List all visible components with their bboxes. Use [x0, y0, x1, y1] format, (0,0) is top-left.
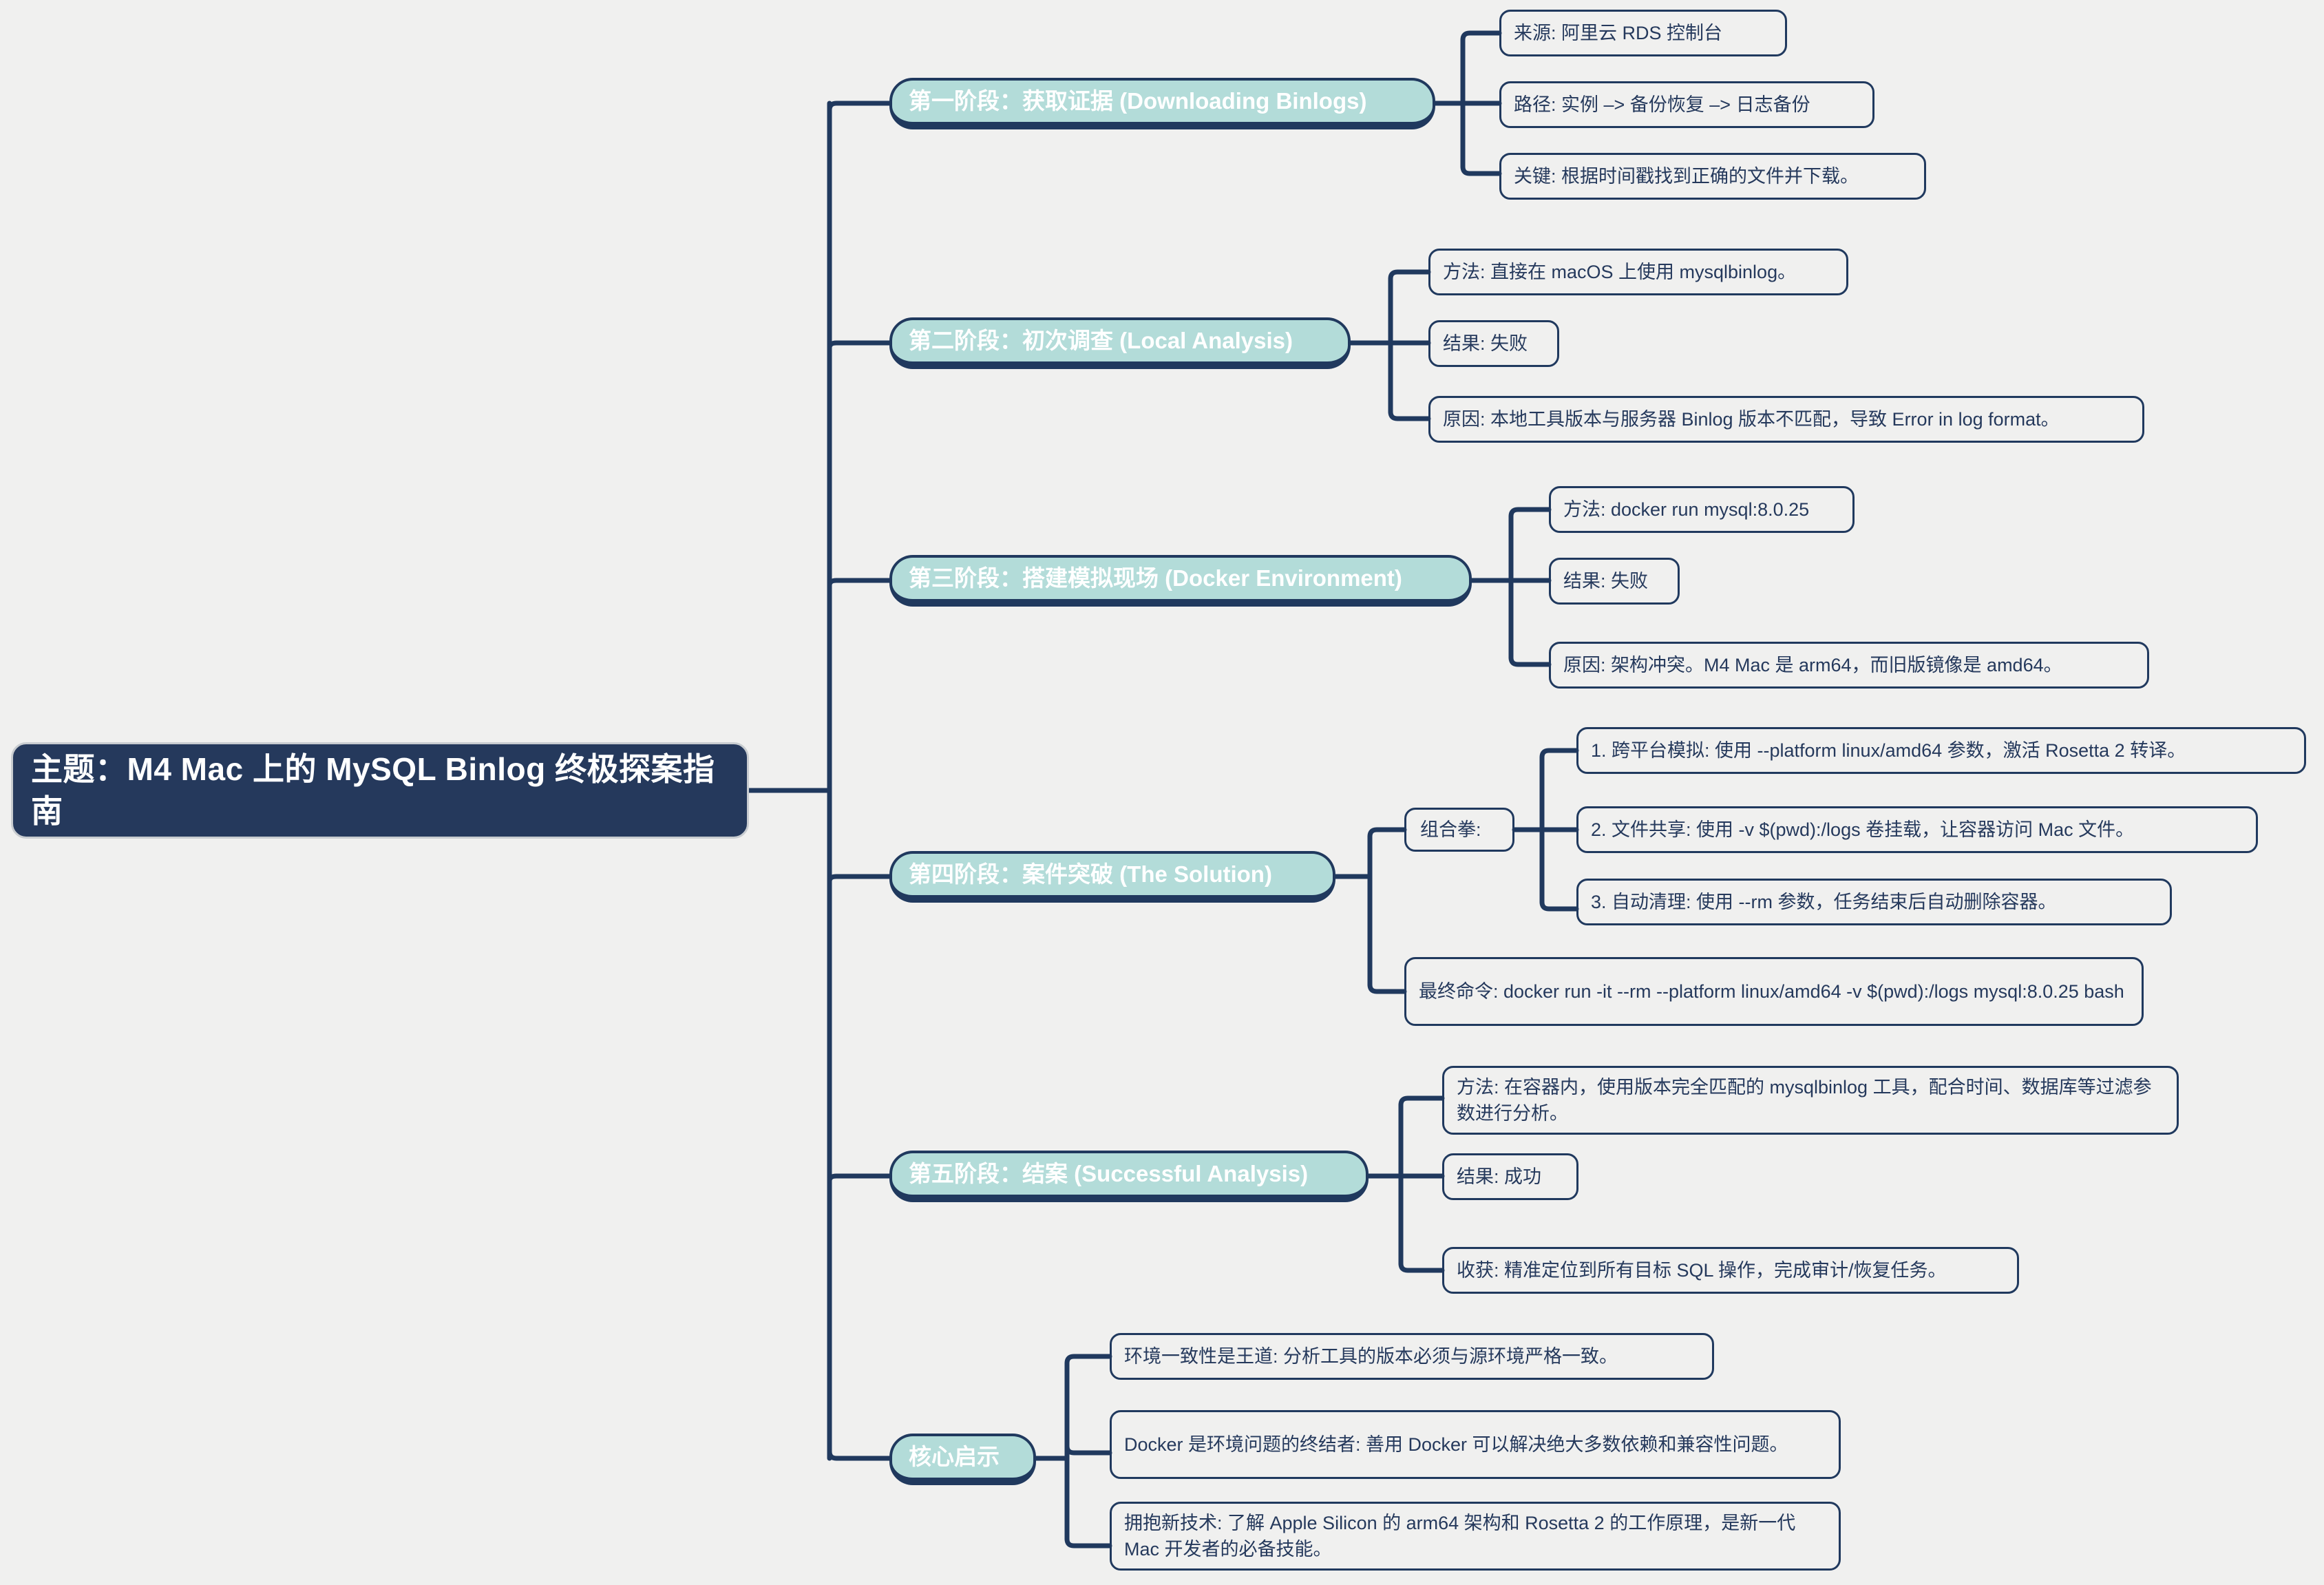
leaf-label: 2. 文件共享: 使用 -v $(pwd):/logs 卷挂载，让容器访问 Ma… — [1591, 819, 2135, 840]
leaf-node[interactable]: 关键: 根据时间戳找到正确的文件并下载。 — [1499, 153, 1926, 200]
branch-label-insights: 核心启示 — [909, 1444, 1000, 1470]
leaf-label: 来源: 阿里云 RDS 控制台 — [1514, 22, 1723, 43]
leaf-node[interactable]: 2. 文件共享: 使用 -v $(pwd):/logs 卷挂载，让容器访问 Ma… — [1576, 806, 2258, 853]
leaf-node[interactable]: 方法: 在容器内，使用版本完全匹配的 mysqlbinlog 工具，配合时间、数… — [1442, 1066, 2179, 1135]
branch-node-phase1[interactable]: 第一阶段：获取证据 (Downloading Binlogs) — [889, 78, 1435, 129]
leaf-label: 组合拳: — [1420, 819, 1481, 840]
leaf-label: 方法: 在容器内，使用版本完全匹配的 mysqlbinlog 工具，配合时间、数… — [1457, 1076, 2152, 1124]
leaf-label: 3. 自动清理: 使用 --rm 参数，任务结束后自动删除容器。 — [1591, 891, 2057, 912]
leaf-node[interactable]: 拥抱新技术: 了解 Apple Silicon 的 arm64 架构和 Rose… — [1110, 1502, 1841, 1571]
leaf-label: 1. 跨平台模拟: 使用 --platform linux/amd64 参数，激… — [1591, 739, 2186, 761]
leaf-node[interactable]: 1. 跨平台模拟: 使用 --platform linux/amd64 参数，激… — [1576, 727, 2306, 774]
branch-node-insights[interactable]: 核心启示 — [889, 1434, 1036, 1485]
leaf-label: 拥抱新技术: 了解 Apple Silicon 的 arm64 架构和 Rose… — [1124, 1512, 1796, 1560]
leaf-label: 原因: 本地工具版本与服务器 Binlog 版本不匹配，导致 Error in … — [1443, 408, 2060, 430]
leaf-label: 路径: 实例 –> 备份恢复 –> 日志备份 — [1514, 94, 1810, 115]
root-node[interactable]: 主题：M4 Mac 上的 MySQL Binlog 终极探案指南 — [11, 742, 749, 839]
leaf-node[interactable]: 最终命令: docker run -it --rm --platform lin… — [1404, 957, 2144, 1026]
leaf-label: 方法: docker run mysql:8.0.25 — [1563, 498, 1810, 520]
leaf-node[interactable]: 来源: 阿里云 RDS 控制台 — [1499, 10, 1787, 56]
leaf-label: 结果: 成功 — [1457, 1166, 1542, 1187]
leaf-node[interactable]: 原因: 本地工具版本与服务器 Binlog 版本不匹配，导致 Error in … — [1428, 396, 2144, 443]
branch-label-phase3: 第三阶段：搭建模拟现场 (Docker Environment) — [909, 565, 1402, 591]
branch-node-phase2[interactable]: 第二阶段：初次调查 (Local Analysis) — [889, 317, 1351, 369]
leaf-node[interactable]: 结果: 失败 — [1428, 320, 1559, 367]
leaf-node[interactable]: 原因: 架构冲突。M4 Mac 是 arm64，而旧版镜像是 amd64。 — [1549, 642, 2149, 689]
leaf-node[interactable]: 结果: 成功 — [1442, 1153, 1578, 1200]
leaf-label: 结果: 失败 — [1563, 570, 1649, 591]
branch-node-phase4[interactable]: 第四阶段：案件突破 (The Solution) — [889, 851, 1335, 903]
leaf-node[interactable]: 环境一致性是王道: 分析工具的版本必须与源环境严格一致。 — [1110, 1333, 1714, 1380]
leaf-node[interactable]: Docker 是环境问题的终结者: 善用 Docker 可以解决绝大多数依赖和兼… — [1110, 1410, 1841, 1479]
leaf-node[interactable]: 收获: 精准定位到所有目标 SQL 操作，完成审计/恢复任务。 — [1442, 1247, 2019, 1294]
leaf-node[interactable]: 结果: 失败 — [1549, 558, 1680, 605]
branch-label-phase1: 第一阶段：获取证据 (Downloading Binlogs) — [909, 88, 1367, 114]
branch-label-phase2: 第二阶段：初次调查 (Local Analysis) — [909, 328, 1293, 354]
leaf-node-group[interactable]: 组合拳: — [1404, 808, 1514, 852]
leaf-label: Docker 是环境问题的终结者: 善用 Docker 可以解决绝大多数依赖和兼… — [1124, 1434, 1788, 1455]
branch-node-phase5[interactable]: 第五阶段：结案 (Successful Analysis) — [889, 1151, 1369, 1202]
branch-node-phase3[interactable]: 第三阶段：搭建模拟现场 (Docker Environment) — [889, 555, 1472, 607]
leaf-label: 关键: 根据时间戳找到正确的文件并下载。 — [1514, 165, 1859, 187]
leaf-label: 原因: 架构冲突。M4 Mac 是 arm64，而旧版镜像是 amd64。 — [1563, 654, 2062, 675]
root-label: 主题：M4 Mac 上的 MySQL Binlog 终极探案指南 — [31, 751, 715, 829]
leaf-label: 结果: 失败 — [1443, 333, 1528, 354]
leaf-node[interactable]: 3. 自动清理: 使用 --rm 参数，任务结束后自动删除容器。 — [1576, 879, 2172, 925]
branch-label-phase5: 第五阶段：结案 (Successful Analysis) — [909, 1161, 1309, 1187]
branch-label-phase4: 第四阶段：案件突破 (The Solution) — [909, 861, 1272, 888]
leaf-node[interactable]: 路径: 实例 –> 备份恢复 –> 日志备份 — [1499, 81, 1874, 128]
leaf-label: 最终命令: docker run -it --rm --platform lin… — [1419, 980, 2124, 1002]
leaf-node[interactable]: 方法: docker run mysql:8.0.25 — [1549, 486, 1855, 533]
leaf-label: 环境一致性是王道: 分析工具的版本必须与源环境严格一致。 — [1124, 1345, 1618, 1367]
leaf-label: 收获: 精准定位到所有目标 SQL 操作，完成审计/恢复任务。 — [1457, 1259, 1947, 1281]
leaf-label: 方法: 直接在 macOS 上使用 mysqlbinlog。 — [1443, 261, 1797, 282]
leaf-node[interactable]: 方法: 直接在 macOS 上使用 mysqlbinlog。 — [1428, 249, 1848, 295]
